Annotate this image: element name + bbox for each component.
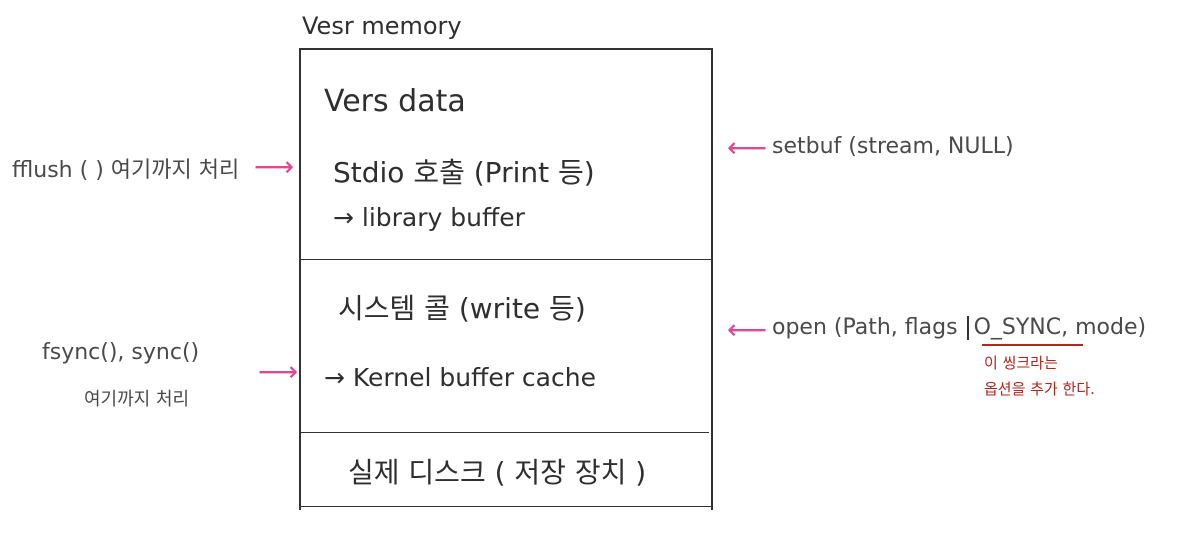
library-buffer-label: → library buffer bbox=[333, 203, 525, 232]
open-arrow-icon: ⟵ bbox=[727, 313, 768, 346]
fsync-note-sub: 여기까지 처리 bbox=[84, 389, 190, 410]
fsync-arrow-icon: ⟶ bbox=[258, 355, 299, 388]
o-sync-note-line2: 옵션을 추가 한다. bbox=[984, 380, 1095, 398]
memory-box bbox=[299, 48, 713, 510]
fflush-arrow-icon: ⟶ bbox=[254, 150, 295, 183]
divider-library-kernel bbox=[299, 259, 713, 260]
o-sync-note-line1: 이 씽크라는 bbox=[984, 354, 1058, 372]
physical-disk-label: 실제 디스크 ( 저장 장치 ) bbox=[348, 456, 647, 489]
setbuf-note: setbuf (stream, NULL) bbox=[772, 134, 1014, 159]
vers-data-label: Vers data bbox=[324, 84, 466, 119]
o-sync-underline bbox=[982, 344, 1083, 346]
o-sync-flag: O_SYNC bbox=[973, 315, 1062, 340]
open-prefix: open (Path, flags bbox=[772, 315, 965, 340]
setbuf-arrow-icon: ⟵ bbox=[727, 131, 768, 164]
system-call-label: 시스템 콜 (write 등) bbox=[338, 292, 586, 325]
fsync-note: fsync(), sync() bbox=[42, 340, 200, 365]
kernel-buffer-cache-label: → Kernel buffer cache bbox=[324, 363, 596, 392]
flag-separator-bar bbox=[966, 316, 969, 340]
fflush-note: fflush ( ) 여기까지 처리 bbox=[12, 158, 240, 183]
open-suffix: , mode) bbox=[1061, 315, 1147, 340]
stdio-call-label: Stdio 호출 (Print 등) bbox=[333, 156, 595, 189]
open-note: open (Path, flags O_SYNC, mode) bbox=[772, 315, 1146, 340]
divider-bottom bbox=[299, 506, 713, 507]
memory-title: Vesr memory bbox=[302, 12, 462, 40]
divider-kernel-disk bbox=[299, 432, 709, 433]
